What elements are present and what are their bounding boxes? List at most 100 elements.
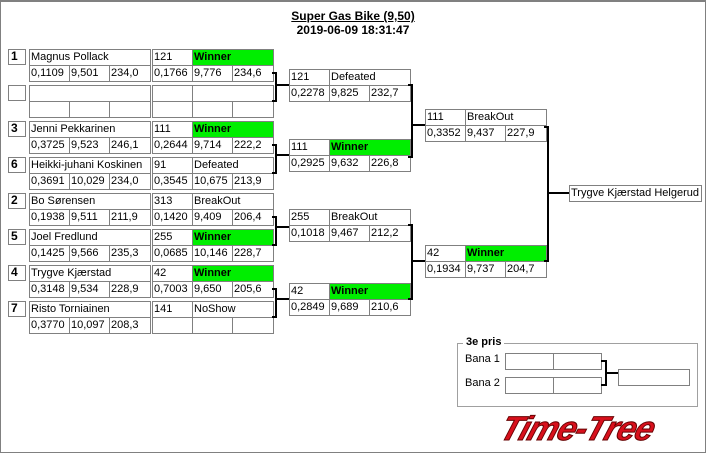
third-place-label: 3e pris bbox=[463, 336, 505, 348]
reaction-time-cell: 0,3352 bbox=[425, 125, 466, 142]
connector-line bbox=[411, 260, 425, 262]
connector-line bbox=[272, 288, 277, 290]
lane2-label: Bana 2 bbox=[465, 377, 500, 389]
reaction-time-cell: 0,3770 bbox=[29, 317, 70, 334]
connector-line bbox=[411, 84, 413, 158]
reaction-time-cell bbox=[152, 317, 193, 334]
speed-cell: 227,9 bbox=[505, 125, 547, 142]
speed-cell: 228,7 bbox=[232, 245, 274, 262]
time-tree-logo: Time-Tree bbox=[495, 410, 661, 449]
reaction-time-cell: 0,3725 bbox=[29, 137, 70, 154]
status-cell: Winner bbox=[465, 245, 547, 262]
connector bbox=[601, 384, 607, 386]
elapsed-time-cell: 9,650 bbox=[192, 281, 233, 298]
elapsed-time-cell: 9,511 bbox=[69, 209, 110, 226]
speed-cell bbox=[232, 317, 274, 334]
status-cell: Defeated bbox=[192, 157, 274, 174]
connector-line bbox=[272, 216, 277, 218]
connector-line bbox=[411, 224, 413, 300]
third-place-group bbox=[457, 343, 698, 407]
rider-name-cell: Joel Fredlund bbox=[29, 229, 151, 246]
reaction-time-cell: 0,1018 bbox=[289, 225, 330, 242]
connector bbox=[601, 360, 607, 362]
elapsed-time-cell: 9,437 bbox=[465, 125, 506, 142]
reaction-time-cell: 0,3545 bbox=[152, 173, 193, 190]
rider-name-cell: Risto Torniainen bbox=[29, 301, 151, 318]
reaction-time-cell: 0,1109 bbox=[29, 65, 70, 82]
status-cell bbox=[192, 85, 274, 102]
status-cell: BreakOut bbox=[465, 109, 547, 126]
entry-number-cell: 255 bbox=[289, 209, 330, 226]
connector-line bbox=[272, 244, 277, 246]
connector-line bbox=[275, 298, 289, 300]
event-title: Super Gas Bike (9,50) bbox=[291, 9, 415, 23]
speed-cell: 210,6 bbox=[369, 299, 411, 316]
seed-box: 2 bbox=[8, 193, 26, 209]
connector-line bbox=[272, 144, 277, 146]
connector-line bbox=[408, 156, 413, 158]
elapsed-time-cell: 9,534 bbox=[69, 281, 110, 298]
connector-line bbox=[272, 100, 277, 102]
lane2-num[interactable] bbox=[505, 377, 554, 394]
connector-line bbox=[275, 226, 289, 228]
lane1-status[interactable] bbox=[553, 353, 602, 370]
lane2-status[interactable] bbox=[553, 377, 602, 394]
elapsed-time-cell: 9,501 bbox=[69, 65, 110, 82]
speed-cell: 206,4 bbox=[232, 209, 274, 226]
entry-number-cell: 111 bbox=[152, 121, 193, 138]
seed-box bbox=[8, 85, 26, 101]
entry-number-cell bbox=[152, 85, 193, 102]
entry-number-cell: 255 bbox=[152, 229, 193, 246]
elapsed-time-cell: 9,776 bbox=[192, 65, 233, 82]
reaction-time-cell: 0,0685 bbox=[152, 245, 193, 262]
speed-cell: 228,9 bbox=[109, 281, 151, 298]
entry-number-cell: 141 bbox=[152, 301, 193, 318]
speed-cell: 234,0 bbox=[109, 173, 151, 190]
connector-line bbox=[411, 124, 425, 126]
connector-line bbox=[408, 84, 413, 86]
speed-cell: 213,9 bbox=[232, 173, 274, 190]
speed-cell: 222,2 bbox=[232, 137, 274, 154]
entry-number-cell: 42 bbox=[289, 283, 330, 300]
connector-line bbox=[547, 126, 549, 262]
rider-name-cell: Heikki-juhani Koskinen bbox=[29, 157, 151, 174]
lane1-num[interactable] bbox=[505, 353, 554, 370]
reaction-time-cell: 0,1420 bbox=[152, 209, 193, 226]
elapsed-time-cell bbox=[192, 317, 233, 334]
status-cell: Winner bbox=[329, 139, 411, 156]
reaction-time-cell: 0,2644 bbox=[152, 137, 193, 154]
seed-box: 5 bbox=[8, 229, 26, 245]
connector-line bbox=[544, 126, 549, 128]
rider-name-cell: Jenni Pekkarinen bbox=[29, 121, 151, 138]
seed-box: 6 bbox=[8, 157, 26, 173]
reaction-time-cell: 0,2278 bbox=[289, 85, 330, 102]
status-cell: Winner bbox=[192, 121, 274, 138]
rider-name-cell bbox=[29, 85, 151, 102]
reaction-time-cell: 0,2849 bbox=[289, 299, 330, 316]
speed-cell: 204,7 bbox=[505, 261, 547, 278]
entry-number-cell: 111 bbox=[289, 139, 330, 156]
speed-cell: 232,7 bbox=[369, 85, 411, 102]
status-cell: Winner bbox=[329, 283, 411, 300]
lane1-label: Bana 1 bbox=[465, 353, 500, 365]
elapsed-time-cell bbox=[69, 101, 110, 118]
connector-line bbox=[275, 144, 277, 174]
reaction-time-cell: 0,1934 bbox=[425, 261, 466, 278]
status-cell: BreakOut bbox=[329, 209, 411, 226]
final-winner-cell: Trygve Kjærstad Helgerud bbox=[569, 185, 702, 202]
entry-number-cell: 42 bbox=[425, 245, 466, 262]
connector-line bbox=[272, 172, 277, 174]
speed-cell bbox=[109, 101, 151, 118]
connector-line bbox=[275, 84, 289, 86]
elapsed-time-cell: 10,675 bbox=[192, 173, 233, 190]
rider-name-cell: Magnus Pollack bbox=[29, 49, 151, 66]
elapsed-time-cell: 9,523 bbox=[69, 137, 110, 154]
elapsed-time-cell bbox=[192, 101, 233, 118]
event-datetime: 2019-06-09 18:31:47 bbox=[296, 23, 410, 37]
reaction-time-cell bbox=[29, 101, 70, 118]
reaction-time-cell: 0,3691 bbox=[29, 173, 70, 190]
entry-number-cell: 91 bbox=[152, 157, 193, 174]
connector-line bbox=[547, 192, 569, 194]
third-place-winner[interactable] bbox=[618, 369, 690, 386]
connector-line bbox=[275, 288, 277, 318]
